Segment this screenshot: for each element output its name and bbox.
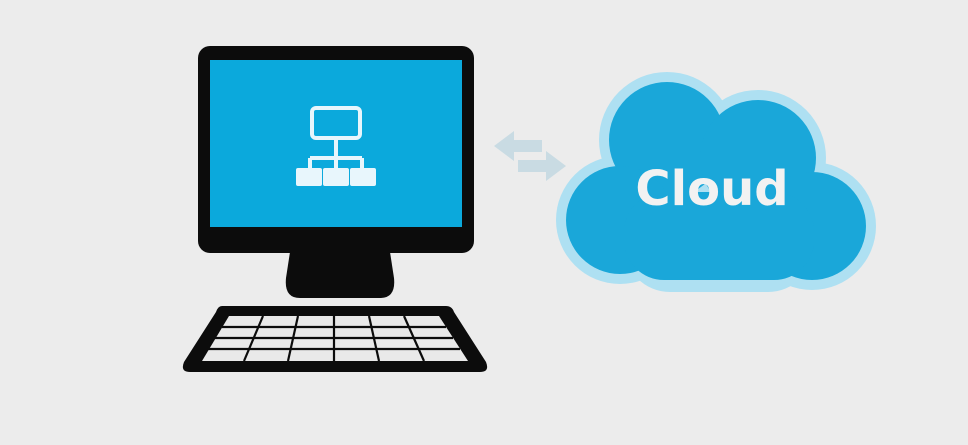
bidirectional-arrows-icon bbox=[494, 131, 566, 181]
arrow-right-icon bbox=[518, 151, 566, 181]
arrow-left-icon bbox=[494, 131, 542, 161]
network-hierarchy-icon bbox=[308, 106, 364, 168]
monitor-stand bbox=[285, 252, 395, 298]
desktop-computer-icon bbox=[182, 46, 488, 372]
network-node-icons bbox=[296, 168, 376, 186]
cloud-body bbox=[566, 82, 866, 280]
cloud-label: Cloud bbox=[635, 161, 788, 217]
keyboard-icon bbox=[182, 306, 488, 372]
cloud-icon: Cloud bbox=[556, 72, 876, 292]
keyboard-key-grid bbox=[208, 315, 460, 362]
